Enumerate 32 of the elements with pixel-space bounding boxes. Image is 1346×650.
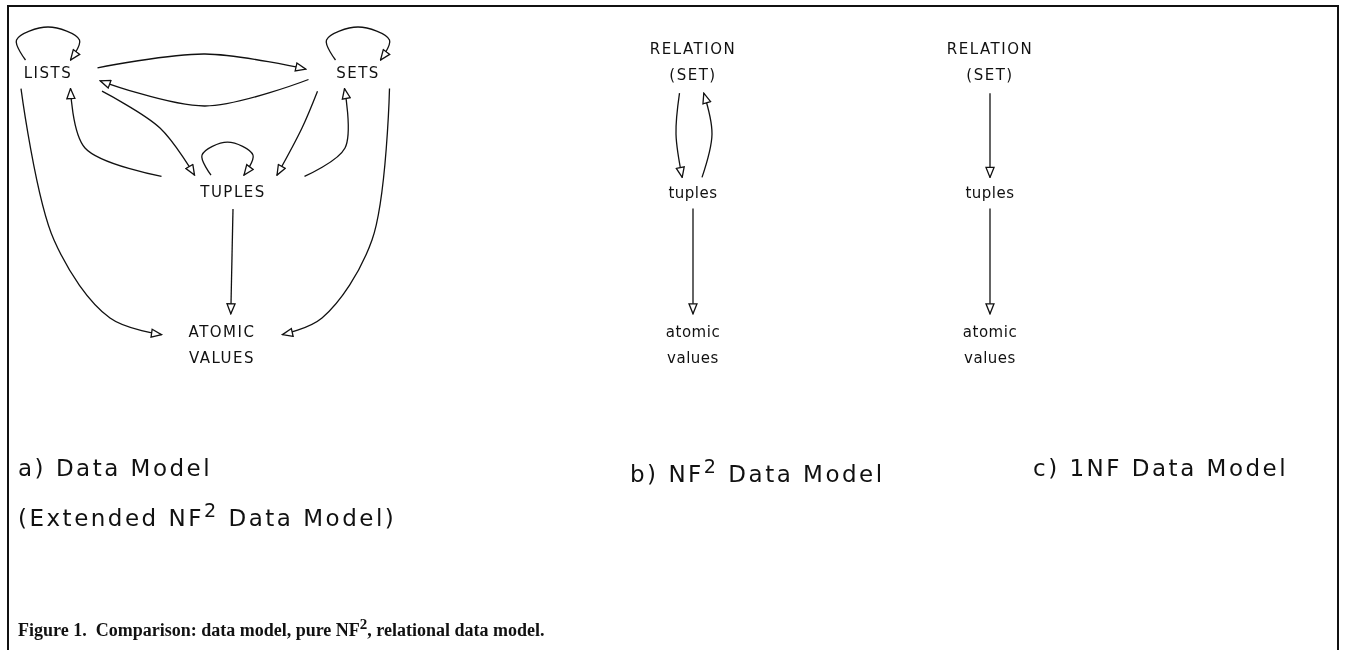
node-label: RELATION (SET) (945, 39, 1035, 86)
panel-label: c) 1NF Data Model (1033, 455, 1289, 481)
arrow (66, 87, 163, 178)
node-label: tuples (964, 183, 1016, 204)
arrow (303, 87, 351, 178)
arrow (226, 208, 236, 315)
node-label: TUPLES (199, 182, 267, 203)
arrow (99, 78, 310, 107)
self-loop-arrow (325, 26, 391, 61)
arrow (276, 90, 319, 176)
self-loop-arrow (201, 141, 254, 176)
node-label: RELATION (SET) (648, 39, 738, 86)
node-label: LISTS (22, 63, 74, 84)
node-label: atomic values (664, 322, 722, 369)
arrow (675, 92, 685, 179)
arrow (281, 87, 391, 337)
arrow (701, 92, 713, 179)
self-loop-arrow (15, 26, 81, 61)
panel-label: a) Data Model (18, 455, 213, 481)
arrow (96, 53, 307, 72)
panel-label: b) NF$^{2}$ Data Model (630, 455, 885, 487)
node-label: atomic values (961, 322, 1019, 369)
node-label: tuples (667, 183, 719, 204)
figure-caption: Figure 1. Comparison: data model, pure NF$^{2}$, relational data model. (18, 616, 545, 641)
arrow (20, 87, 163, 338)
node-label: SETS (335, 63, 381, 84)
arrow (985, 92, 995, 179)
node-label: ATOMIC VALUES (187, 322, 257, 369)
arrow (985, 207, 995, 315)
arrow (688, 207, 698, 315)
arrow (101, 90, 196, 176)
panel-label: (Extended NF$^{2}$ Data Model) (18, 499, 397, 531)
